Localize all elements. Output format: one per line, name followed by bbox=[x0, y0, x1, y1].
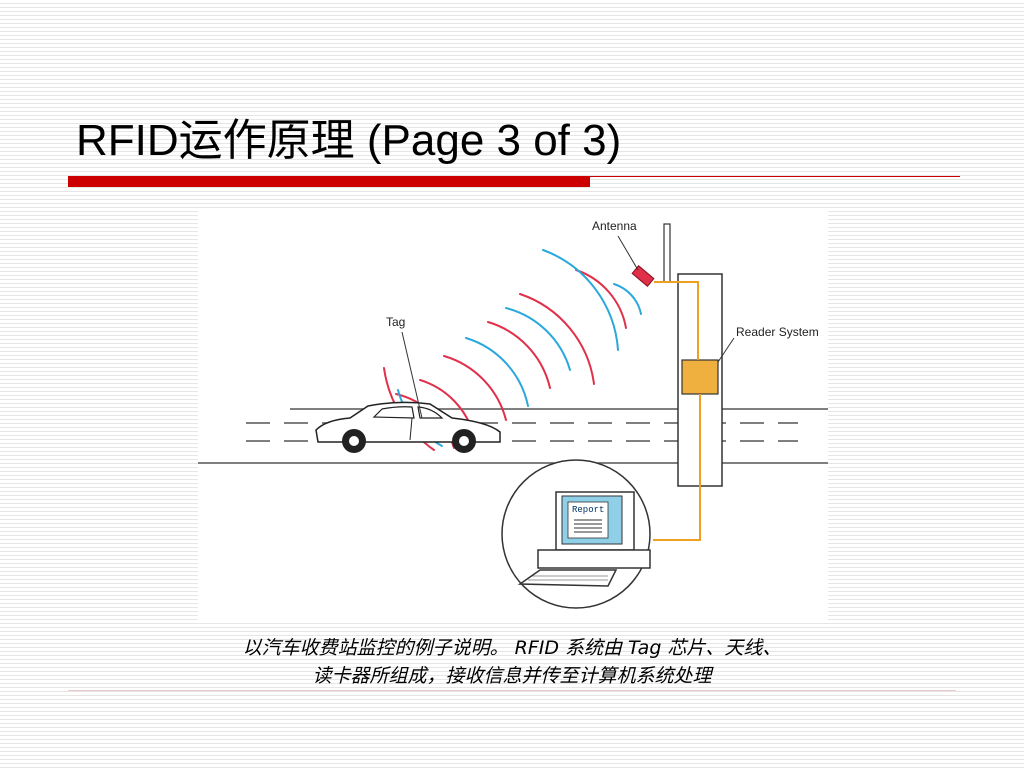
antenna-pointer bbox=[617, 235, 639, 271]
slide-title: RFID运作原理 (Page 3 of 3) bbox=[76, 116, 622, 165]
computer-base bbox=[537, 549, 651, 569]
footer-rule bbox=[68, 690, 956, 691]
reader-tower bbox=[631, 223, 723, 541]
keyboard-keys bbox=[528, 575, 608, 581]
wave-red-2 bbox=[519, 293, 595, 385]
antenna-label: Antenna bbox=[592, 219, 637, 233]
caption-line-2: 读卡器所组成，接收信息并传至计算机系统处理 bbox=[312, 665, 712, 687]
car-window-front bbox=[372, 406, 415, 419]
car-hub-front bbox=[459, 436, 469, 446]
computer-cable bbox=[653, 394, 701, 541]
antenna-cable bbox=[654, 281, 699, 360]
tag-label: Tag bbox=[386, 315, 405, 329]
wave-red-1 bbox=[575, 269, 627, 329]
wave-blue-4 bbox=[465, 337, 529, 407]
caption-line-1: 以汽车收费站监控的例子说明。 RFID 系统由 Tag 芯片、天线、 bbox=[242, 637, 782, 659]
title-underline-bar bbox=[68, 176, 590, 187]
rfid-diagram: Antenna Tag Reader System Report bbox=[198, 210, 828, 620]
computer-icon bbox=[501, 459, 651, 609]
report-lines bbox=[574, 519, 602, 533]
car-icon bbox=[315, 401, 501, 453]
caption: 以汽车收费站监控的例子说明。 RFID 系统由 Tag 芯片、天线、 读卡器所组… bbox=[100, 634, 924, 690]
wave-red-4 bbox=[443, 355, 507, 421]
report-label: Report bbox=[572, 505, 604, 515]
reader-pointer bbox=[717, 337, 735, 363]
car-door-line bbox=[409, 417, 413, 441]
antenna-mast bbox=[663, 223, 671, 283]
wave-blue-1 bbox=[613, 283, 642, 315]
rfid-diagram-svg: Antenna Tag Reader System Report bbox=[198, 219, 828, 609]
car-hub-rear bbox=[349, 436, 359, 446]
wave-red-3 bbox=[487, 321, 551, 389]
keyboard bbox=[517, 569, 618, 587]
reader-system-label: Reader System bbox=[736, 325, 819, 339]
antenna-icon bbox=[631, 265, 655, 287]
tag-pointer bbox=[401, 331, 423, 419]
reader-box bbox=[681, 359, 719, 395]
wave-blue-2 bbox=[542, 249, 619, 351]
label-pointers bbox=[401, 235, 735, 419]
title-underline-rule bbox=[590, 176, 960, 177]
wave-blue-3 bbox=[505, 307, 571, 371]
road bbox=[198, 408, 828, 464]
car-window-rear bbox=[417, 406, 444, 419]
